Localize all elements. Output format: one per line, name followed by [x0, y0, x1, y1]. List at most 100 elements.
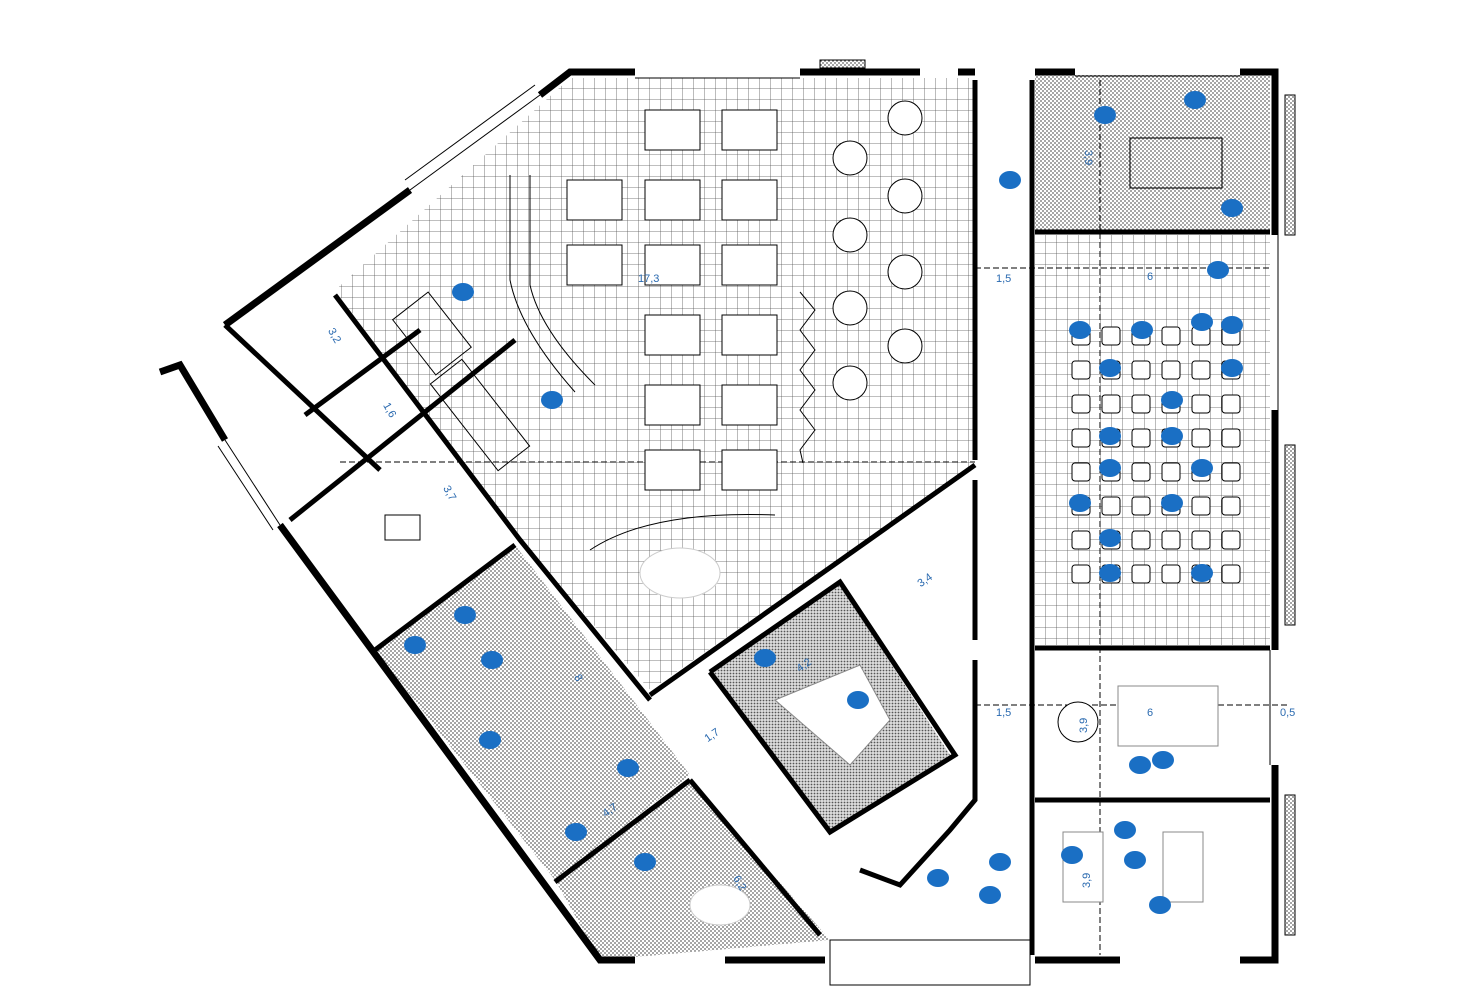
person-figure — [1149, 896, 1171, 914]
person-figure — [1069, 321, 1091, 339]
person-figure — [1131, 321, 1153, 339]
round-table — [887, 328, 923, 364]
auditorium-chair — [1071, 530, 1091, 550]
auditorium-chair — [1221, 428, 1241, 448]
auditorium-chair — [1161, 564, 1181, 584]
auditorium-chair — [1191, 530, 1211, 550]
dim-lounge-depth: 3,9 — [1078, 718, 1090, 733]
dim-game-room-depth: 3,9 — [1081, 873, 1093, 888]
person-figure — [1191, 313, 1213, 331]
person-figure — [1124, 851, 1146, 869]
person-figure — [1184, 91, 1206, 109]
auditorium-chair — [1131, 462, 1151, 482]
dim-lounge-width: 6 — [1147, 707, 1153, 719]
auditorium-chair — [1221, 394, 1241, 414]
person-figure — [1099, 359, 1121, 377]
auditorium-chair — [1071, 394, 1091, 414]
kitchen-counter — [391, 291, 472, 376]
person-figure — [1161, 427, 1183, 445]
person-figure — [479, 731, 501, 749]
person-figure — [1099, 459, 1121, 477]
outer-walls — [158, 68, 1279, 964]
auditorium-chair — [1221, 564, 1241, 584]
person-figure — [1152, 751, 1174, 769]
auditorium-chair — [1071, 564, 1091, 584]
center-room-rug — [774, 664, 891, 766]
dim-kitchen-depth: 3,7 — [440, 484, 458, 503]
auditorium-chair — [1071, 360, 1091, 380]
person-figure — [1161, 494, 1183, 512]
auditorium-chair — [1161, 462, 1181, 482]
person-figure — [1094, 106, 1116, 124]
auditorium-chair — [1161, 360, 1181, 380]
workshop-floor — [375, 545, 690, 880]
person-figure — [565, 823, 587, 841]
interior-walls — [223, 80, 1270, 955]
kitchen-table — [384, 514, 421, 541]
dim-auditorium-width: 6 — [1147, 271, 1153, 283]
dining-table — [721, 384, 778, 426]
dim-storage-width: 3,4 — [915, 571, 934, 590]
dim-corridor-upper: 1,5 — [996, 273, 1011, 285]
dim-office-depth: 3,2 — [325, 326, 343, 345]
dining-table — [644, 314, 701, 356]
person-figure — [404, 636, 426, 654]
ramp — [509, 175, 576, 393]
dining-table — [566, 179, 623, 221]
dim-passage-width: 1,7 — [702, 726, 721, 745]
table-tennis-table — [1129, 137, 1223, 189]
auditorium-chair — [1221, 530, 1241, 550]
dining-room-table — [689, 884, 751, 926]
auditorium-chair — [1131, 360, 1151, 380]
dim-top-room-depth: 3,9 — [1082, 150, 1094, 165]
meeting-table — [639, 547, 721, 599]
person-figure — [1069, 494, 1091, 512]
dim-workshop-length: 8 — [571, 672, 584, 683]
dining-table — [721, 109, 778, 151]
ramp-edge — [529, 175, 596, 386]
entrance-frame — [829, 939, 1031, 986]
auditorium-chair — [1131, 394, 1151, 414]
dining-table — [721, 449, 778, 491]
person-figure — [1221, 199, 1243, 217]
dining-table — [644, 449, 701, 491]
person-figure — [1114, 821, 1136, 839]
dining-room-floor — [555, 780, 830, 960]
auditorium-chair — [1191, 496, 1211, 516]
person-figure — [481, 651, 503, 669]
auditorium-chair — [1071, 428, 1091, 448]
curved-counter — [589, 513, 776, 551]
round-table — [887, 254, 923, 290]
person-figure — [1191, 459, 1213, 477]
dim-hall-width: 17,3 — [638, 273, 659, 285]
kitchen-island — [429, 358, 531, 472]
auditorium-chair — [1191, 394, 1211, 414]
dim-window-gap: 0,5 — [1280, 707, 1295, 719]
person-figure — [927, 869, 949, 887]
auditorium-chair — [1161, 530, 1181, 550]
round-table — [887, 100, 923, 136]
person-figure — [454, 606, 476, 624]
person-figure — [1207, 261, 1229, 279]
round-table — [887, 178, 923, 214]
round-table — [832, 290, 868, 326]
person-figure — [1099, 427, 1121, 445]
people — [404, 91, 1243, 914]
person-figure — [634, 853, 656, 871]
dim-corridor-lower: 1,5 — [996, 707, 1011, 719]
person-figure — [999, 171, 1021, 189]
auditorium-chair — [1101, 326, 1121, 346]
person-figure — [452, 283, 474, 301]
dining-table — [721, 314, 778, 356]
auditorium-chair — [1161, 326, 1181, 346]
auditorium-chair — [1191, 428, 1211, 448]
lounge-rug — [1117, 685, 1219, 747]
person-figure — [754, 649, 776, 667]
person-figure — [1221, 316, 1243, 334]
auditorium-chair — [1071, 462, 1091, 482]
person-figure — [989, 853, 1011, 871]
dining-table — [644, 384, 701, 426]
dining-table — [721, 244, 778, 286]
person-figure — [847, 691, 869, 709]
